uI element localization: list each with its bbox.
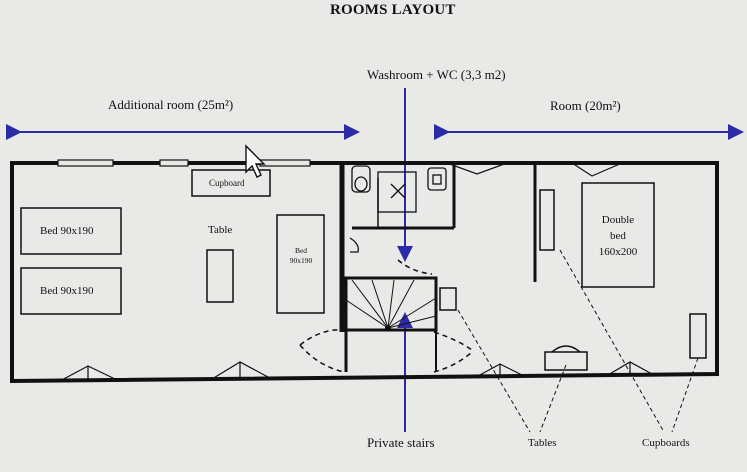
interior-walls bbox=[339, 163, 537, 332]
double-bed-label-line1: Double bbox=[601, 214, 635, 226]
room-furniture bbox=[439, 182, 707, 371]
callout-leaders bbox=[457, 249, 699, 433]
washbasin bbox=[427, 167, 447, 191]
staircase bbox=[344, 276, 438, 372]
bed-1 bbox=[20, 207, 122, 255]
washroom-door bbox=[349, 237, 359, 253]
cupboard-label: Cupboard bbox=[209, 178, 245, 188]
additional-room-furniture bbox=[20, 169, 325, 315]
stair-door-arcs bbox=[299, 259, 473, 373]
outer-walls bbox=[10, 161, 719, 384]
double-bed-label-line3: 160x200 bbox=[598, 246, 638, 258]
bed-3-label: Bed 90x190 bbox=[284, 246, 318, 266]
cupboard-right bbox=[689, 313, 707, 359]
cupboard bbox=[191, 169, 271, 197]
cupboard-left bbox=[539, 189, 555, 251]
table-label: Table bbox=[208, 224, 233, 236]
bed-3 bbox=[276, 214, 325, 314]
desk-table bbox=[544, 351, 588, 371]
room-label: Room (20m²) bbox=[550, 98, 621, 113]
mouse-cursor-icon bbox=[245, 144, 266, 178]
dimension-arrows bbox=[6, 88, 744, 432]
double-bed bbox=[581, 182, 655, 288]
bed-3-label-line2: 90x190 bbox=[289, 256, 313, 265]
washroom-label: Washroom + WC (3,3 m2) bbox=[367, 67, 506, 82]
cupboards-label: Cupboards bbox=[642, 437, 690, 449]
private-stairs-label: Private stairs bbox=[367, 435, 435, 450]
table bbox=[206, 249, 234, 303]
bed-2-label: Bed 90x190 bbox=[40, 285, 94, 297]
tables-label: Tables bbox=[528, 437, 557, 449]
double-bed-label-line2: bed bbox=[610, 230, 626, 242]
double-bed-label: Double bed 160x200 bbox=[584, 212, 652, 260]
bed-3-label-line1: Bed bbox=[294, 246, 308, 255]
wc-toilet bbox=[351, 165, 371, 193]
additional-room-label: Additional room (25m²) bbox=[108, 97, 234, 112]
table-small bbox=[439, 287, 457, 311]
shower-tray bbox=[377, 171, 417, 213]
washroom-fixtures bbox=[349, 165, 447, 253]
bed-2 bbox=[20, 267, 122, 315]
page-title: ROOMS LAYOUT bbox=[330, 2, 456, 18]
bed-1-label: Bed 90x190 bbox=[40, 225, 94, 237]
